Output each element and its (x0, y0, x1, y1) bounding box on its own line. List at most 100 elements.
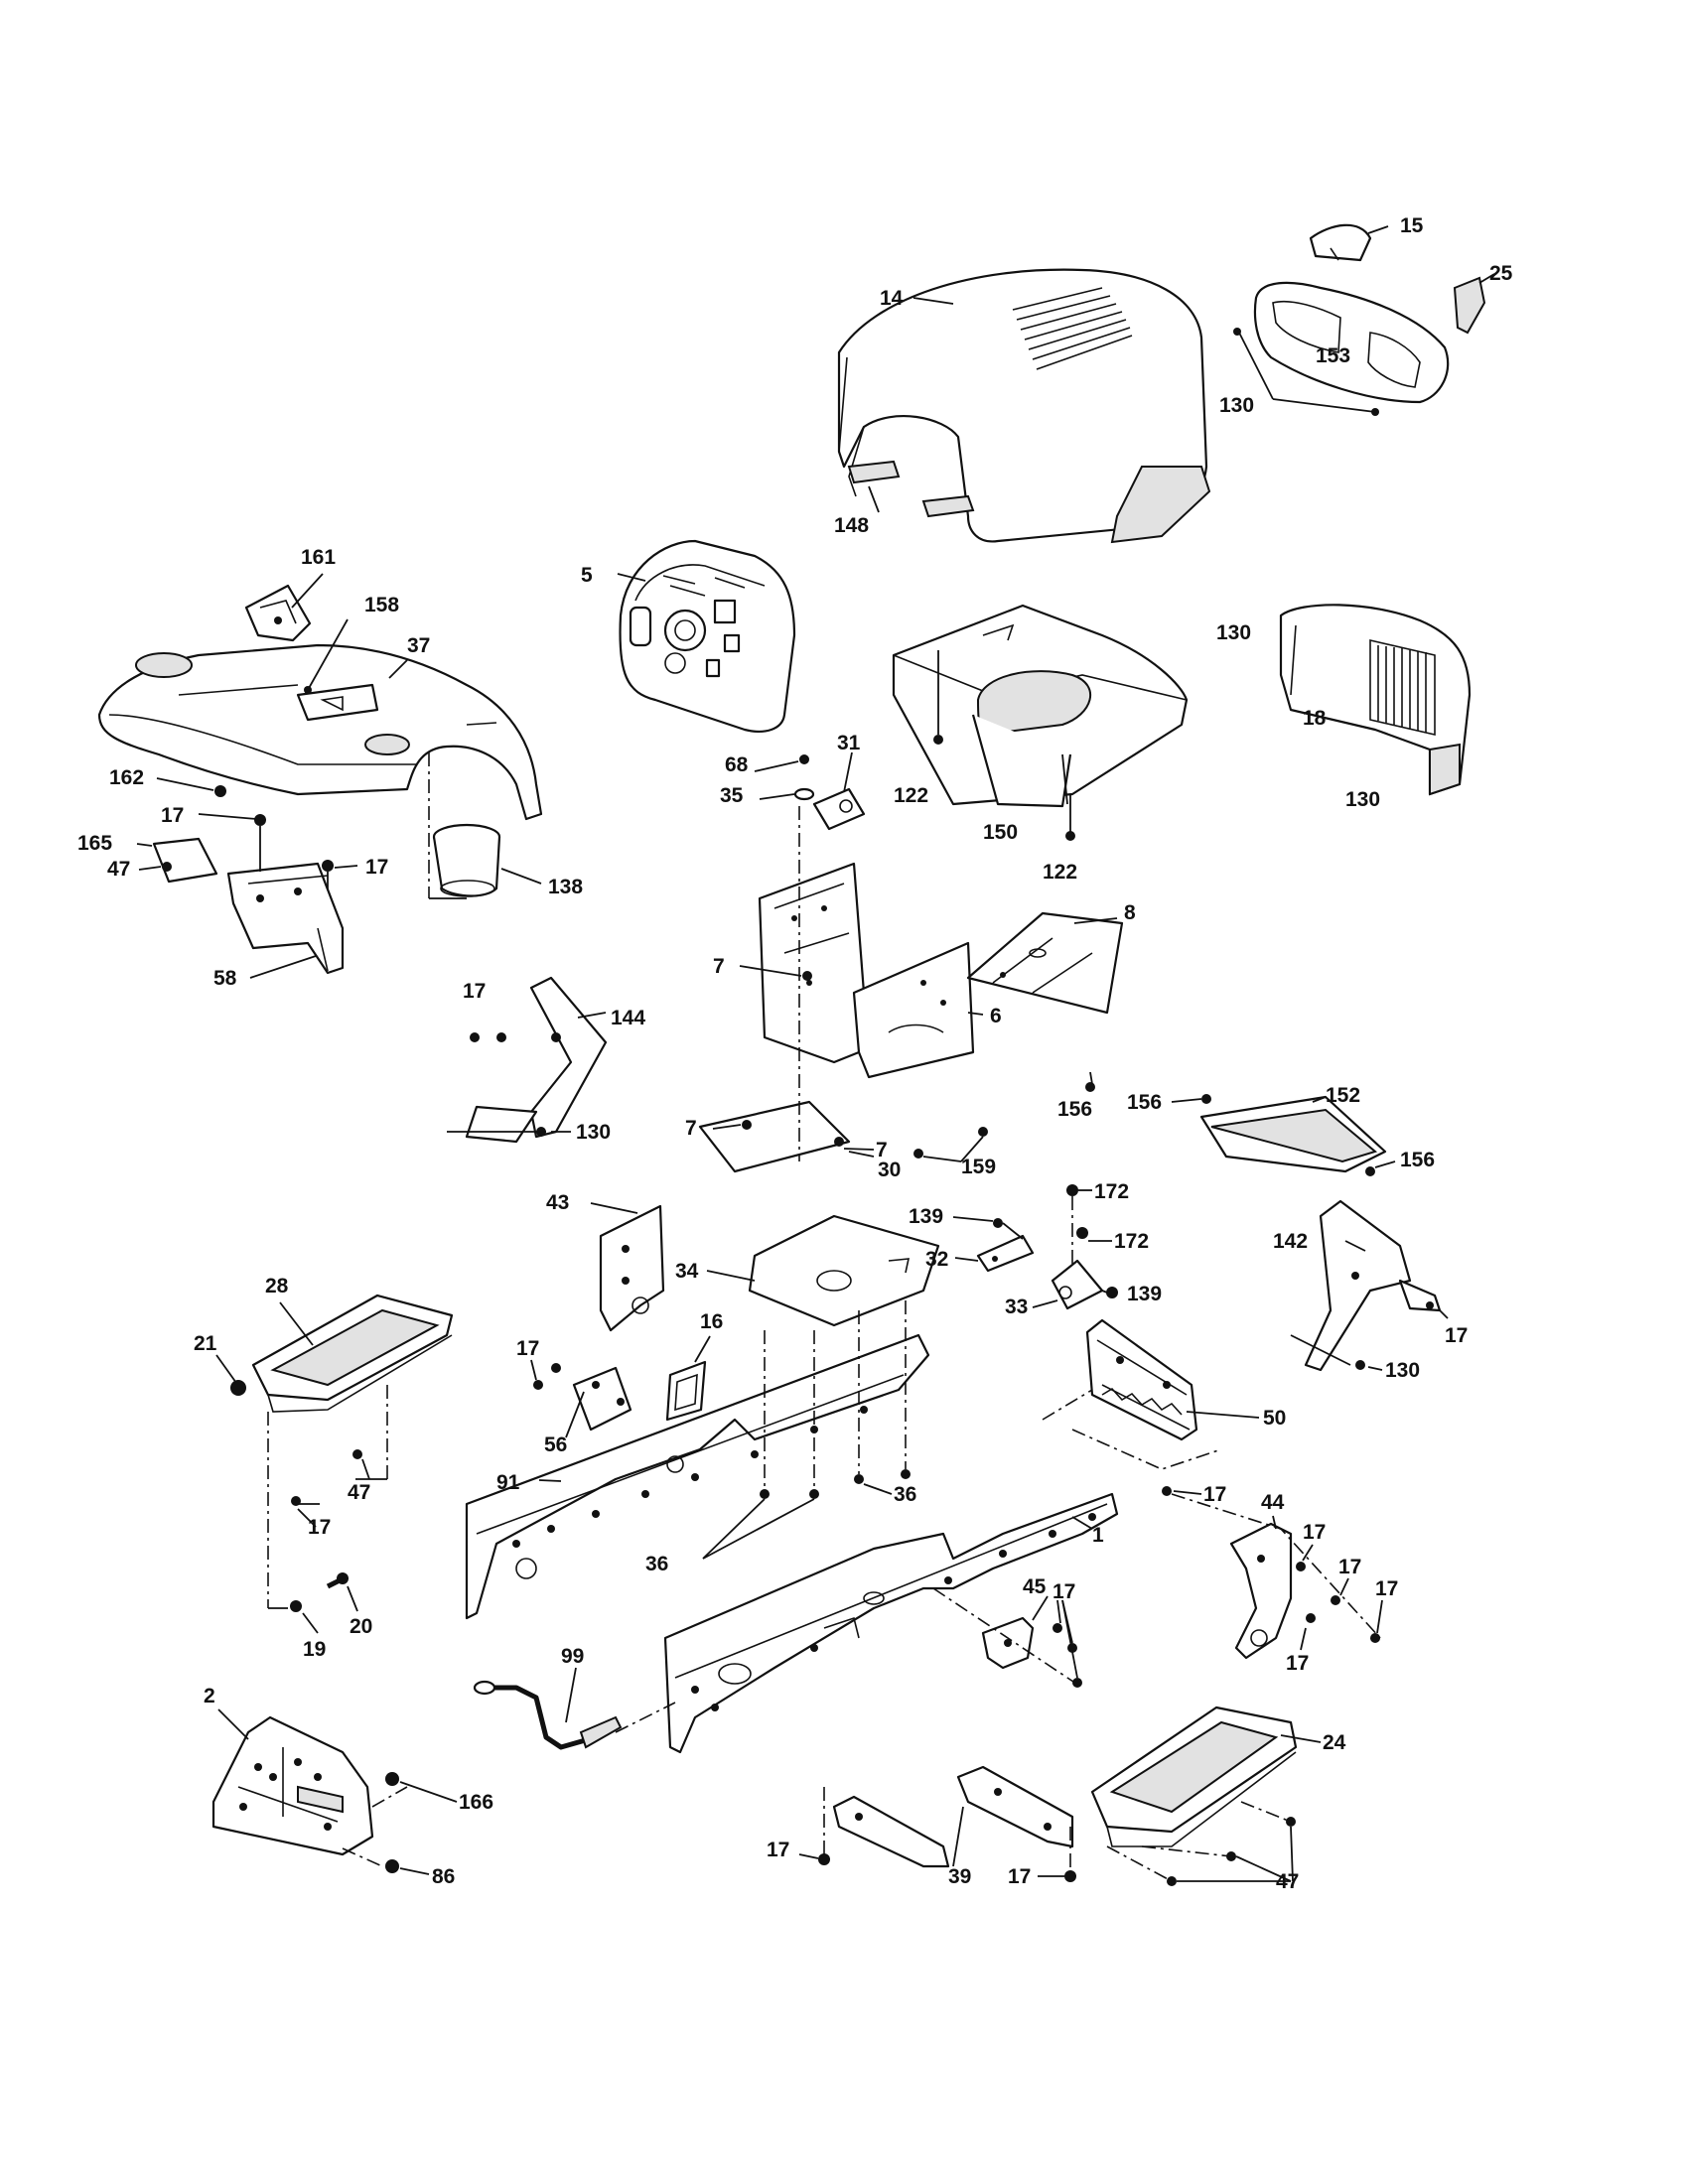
hood (837, 268, 1211, 544)
callout: 172 (1114, 1230, 1149, 1253)
fender-bracket (152, 837, 345, 975)
callout: 7 (876, 1139, 888, 1161)
callout: 8 (1124, 901, 1136, 924)
callout: 17 (161, 804, 184, 827)
callout: 30 (878, 1159, 901, 1181)
mounting-plate (966, 911, 1124, 1015)
callout: 172 (1094, 1180, 1129, 1203)
steering-support (758, 862, 975, 1079)
callout: 21 (194, 1332, 217, 1355)
callout: 17 (463, 980, 486, 1003)
callout: 18 (1303, 707, 1327, 730)
callout: 130 (1219, 394, 1254, 417)
callout: 17 (1445, 1324, 1468, 1347)
callout: 161 (301, 546, 336, 569)
callout: 17 (1203, 1483, 1226, 1506)
callout: 47 (348, 1481, 370, 1504)
pedal-rod (473, 1680, 623, 1750)
plate-34 (748, 1214, 940, 1327)
bracket-142 (1304, 1199, 1442, 1372)
callout: 35 (720, 784, 744, 807)
callout: 148 (834, 514, 869, 537)
callout: 17 (516, 1337, 539, 1360)
shift-plate (244, 584, 312, 642)
dash-panel (892, 604, 1189, 808)
callout: 15 (1400, 214, 1424, 237)
footrest-right (1090, 1706, 1298, 1847)
callout: 14 (880, 287, 904, 310)
callout: 17 (1052, 1580, 1075, 1603)
callout: 33 (1005, 1296, 1028, 1318)
callout: 37 (407, 634, 430, 657)
callout: 17 (365, 856, 388, 879)
callout: 31 (837, 732, 861, 754)
callout: 166 (459, 1791, 493, 1814)
callout: 24 (1323, 1731, 1346, 1754)
callout: 153 (1316, 344, 1350, 367)
callout: 130 (1216, 621, 1251, 644)
callout: 138 (548, 876, 583, 898)
callout: 36 (894, 1483, 916, 1506)
callout: 34 (675, 1260, 699, 1283)
callout: 50 (1263, 1407, 1286, 1430)
bracket-32 (976, 1234, 1035, 1273)
callout: 47 (1276, 1870, 1299, 1893)
callout: 144 (611, 1007, 645, 1029)
bumper-support (1085, 1318, 1198, 1441)
callout: 17 (1286, 1652, 1309, 1675)
callout: 91 (496, 1471, 520, 1494)
dash-console (619, 539, 796, 733)
callout: 43 (546, 1191, 569, 1214)
bracket-144 (465, 976, 608, 1144)
bracket-44 (1229, 1522, 1293, 1660)
bracket-33 (1051, 1259, 1104, 1310)
callout: 44 (1261, 1491, 1285, 1514)
bezel-cap (1453, 276, 1486, 335)
callout: 45 (1023, 1575, 1047, 1598)
callout: 156 (1057, 1098, 1092, 1121)
callout: 162 (109, 766, 144, 789)
callout: 68 (725, 753, 749, 776)
steering-bracket (812, 787, 866, 831)
fender (97, 643, 543, 821)
bracket-45 (981, 1616, 1035, 1670)
cover-plate (1199, 1095, 1387, 1173)
callout: 158 (364, 594, 399, 616)
bracket-43 (599, 1204, 665, 1332)
callout: 58 (213, 967, 237, 990)
front-bracket (211, 1715, 374, 1856)
callout: 39 (948, 1865, 971, 1888)
callout: 122 (894, 784, 928, 807)
callout: 139 (1127, 1283, 1162, 1305)
callout: 17 (1303, 1521, 1326, 1544)
callout: 20 (350, 1615, 372, 1638)
callout: 86 (432, 1865, 455, 1888)
callout: 25 (1489, 262, 1513, 285)
footrest-left (251, 1294, 454, 1413)
callout: 17 (308, 1516, 331, 1539)
callout: 99 (561, 1645, 584, 1668)
bracket-39 (832, 1765, 1074, 1868)
headlight-lens (1309, 223, 1372, 262)
callout: 36 (645, 1553, 668, 1575)
grille (1279, 604, 1472, 796)
callout: 56 (544, 1433, 567, 1456)
headlight-bezel (1253, 281, 1450, 404)
callout: 17 (767, 1839, 789, 1861)
callout: 130 (1345, 788, 1380, 811)
steering-plate (698, 1100, 851, 1173)
callout: 32 (925, 1248, 948, 1271)
callout: 7 (713, 955, 725, 978)
callout: 165 (77, 832, 112, 855)
frame-right (663, 1492, 1119, 1754)
callout: 130 (576, 1121, 611, 1144)
callout: 5 (581, 564, 593, 587)
callout: 152 (1326, 1084, 1360, 1107)
callout: 2 (204, 1685, 215, 1707)
callout: 156 (1400, 1149, 1435, 1171)
callout: 17 (1008, 1865, 1031, 1888)
frame-left (465, 1333, 930, 1620)
callout: 150 (983, 821, 1018, 844)
callout: 28 (265, 1275, 289, 1297)
